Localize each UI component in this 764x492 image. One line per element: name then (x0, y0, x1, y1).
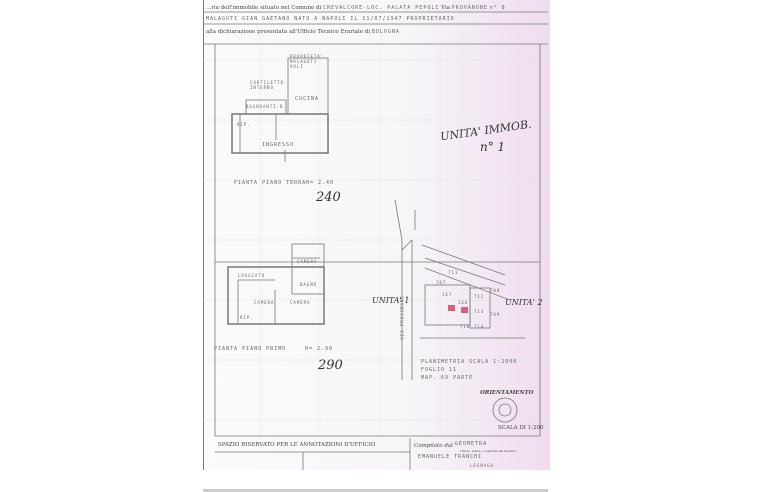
floor-title: PIANTA PIANO TERRA (234, 180, 307, 186)
handwritten-height: 240 (316, 190, 341, 205)
technician-extra: LEGNAGO (470, 463, 494, 468)
parcel-label: 709 (490, 312, 501, 317)
room-label: RIP. (237, 122, 251, 127)
header-line3: alla dichiarazione presentata all'Uffici… (206, 29, 400, 35)
compiled-by-label: Compilato dal (414, 443, 453, 449)
room-label: BAGNO (246, 104, 264, 109)
unit-2-highlight (461, 307, 468, 313)
parcel-label: 166 (458, 300, 469, 305)
room-label: PROPRIETA' MALAGUTI VOLI (290, 54, 325, 69)
parcel-label: 707 (436, 280, 447, 285)
scale-label: SCALA DI 1:200 (498, 425, 544, 431)
room-label: INGRESSO (262, 142, 295, 148)
site-plan-title: PLANIMETRIA SCALA 1:2000 (421, 359, 518, 365)
header-line1: ...ria dell'immobile situato nel Comune … (206, 5, 506, 11)
orientation-label: ORIENTAMENTO (480, 390, 534, 396)
room-label: CAMERA (297, 259, 318, 264)
floor-title: PIANTA PIANO PRIMO (214, 346, 287, 352)
technician-hint: (Titolo, nome e cognome del tecnico) (460, 449, 517, 453)
bottom-edge (203, 489, 548, 492)
floor-height: H= 2.40 (306, 180, 335, 186)
office-annotations-label: SPAZIO RISERVATO PER LE ANNOTAZIONI D'UF… (218, 442, 376, 448)
parcel-label: 167 (442, 292, 453, 297)
unit-note-number: n° 1 (480, 140, 506, 154)
unit-1-highlight (448, 305, 455, 311)
unit-1-label: UNITA' 1 (372, 296, 410, 305)
floor-height: H= 2.90 (305, 346, 334, 352)
parcel-label: 708 (490, 288, 501, 293)
room-label: CAMERA (254, 300, 275, 305)
room-label: RIP. (240, 315, 254, 320)
street-label: VIA PROVANONE (399, 295, 405, 340)
cadastral-sheet (203, 0, 550, 470)
parcel-label: 712 (474, 294, 485, 299)
header-line2: MALAGUTI GIAN GAETANO NATO A NAPOLI IL 1… (206, 16, 455, 22)
room-label: CUCINA (295, 96, 320, 102)
parcel-label: 710 (460, 324, 471, 329)
parcel-label: 713 (474, 309, 485, 314)
parcel-label: 711 (448, 270, 459, 275)
room-label: LOGGIATO (238, 273, 266, 278)
technician-title: GEOMETRA (455, 441, 488, 447)
foglio: FOGLIO 11 (421, 367, 458, 373)
mappale: MAP. 69 PARTE (421, 375, 474, 381)
room-label: CORTILETTO INTERNO (250, 80, 285, 90)
unit-2-label: UNITA' 2 (505, 298, 543, 307)
parcel-label: 714 (474, 324, 485, 329)
room-label: CAMERA (290, 300, 311, 305)
technician-name: EMANUELE TRANCHI (418, 454, 483, 460)
handwritten-height: 290 (318, 358, 343, 373)
room-label: ANTI-B. (263, 104, 287, 109)
room-label: BAGNO (300, 282, 318, 287)
